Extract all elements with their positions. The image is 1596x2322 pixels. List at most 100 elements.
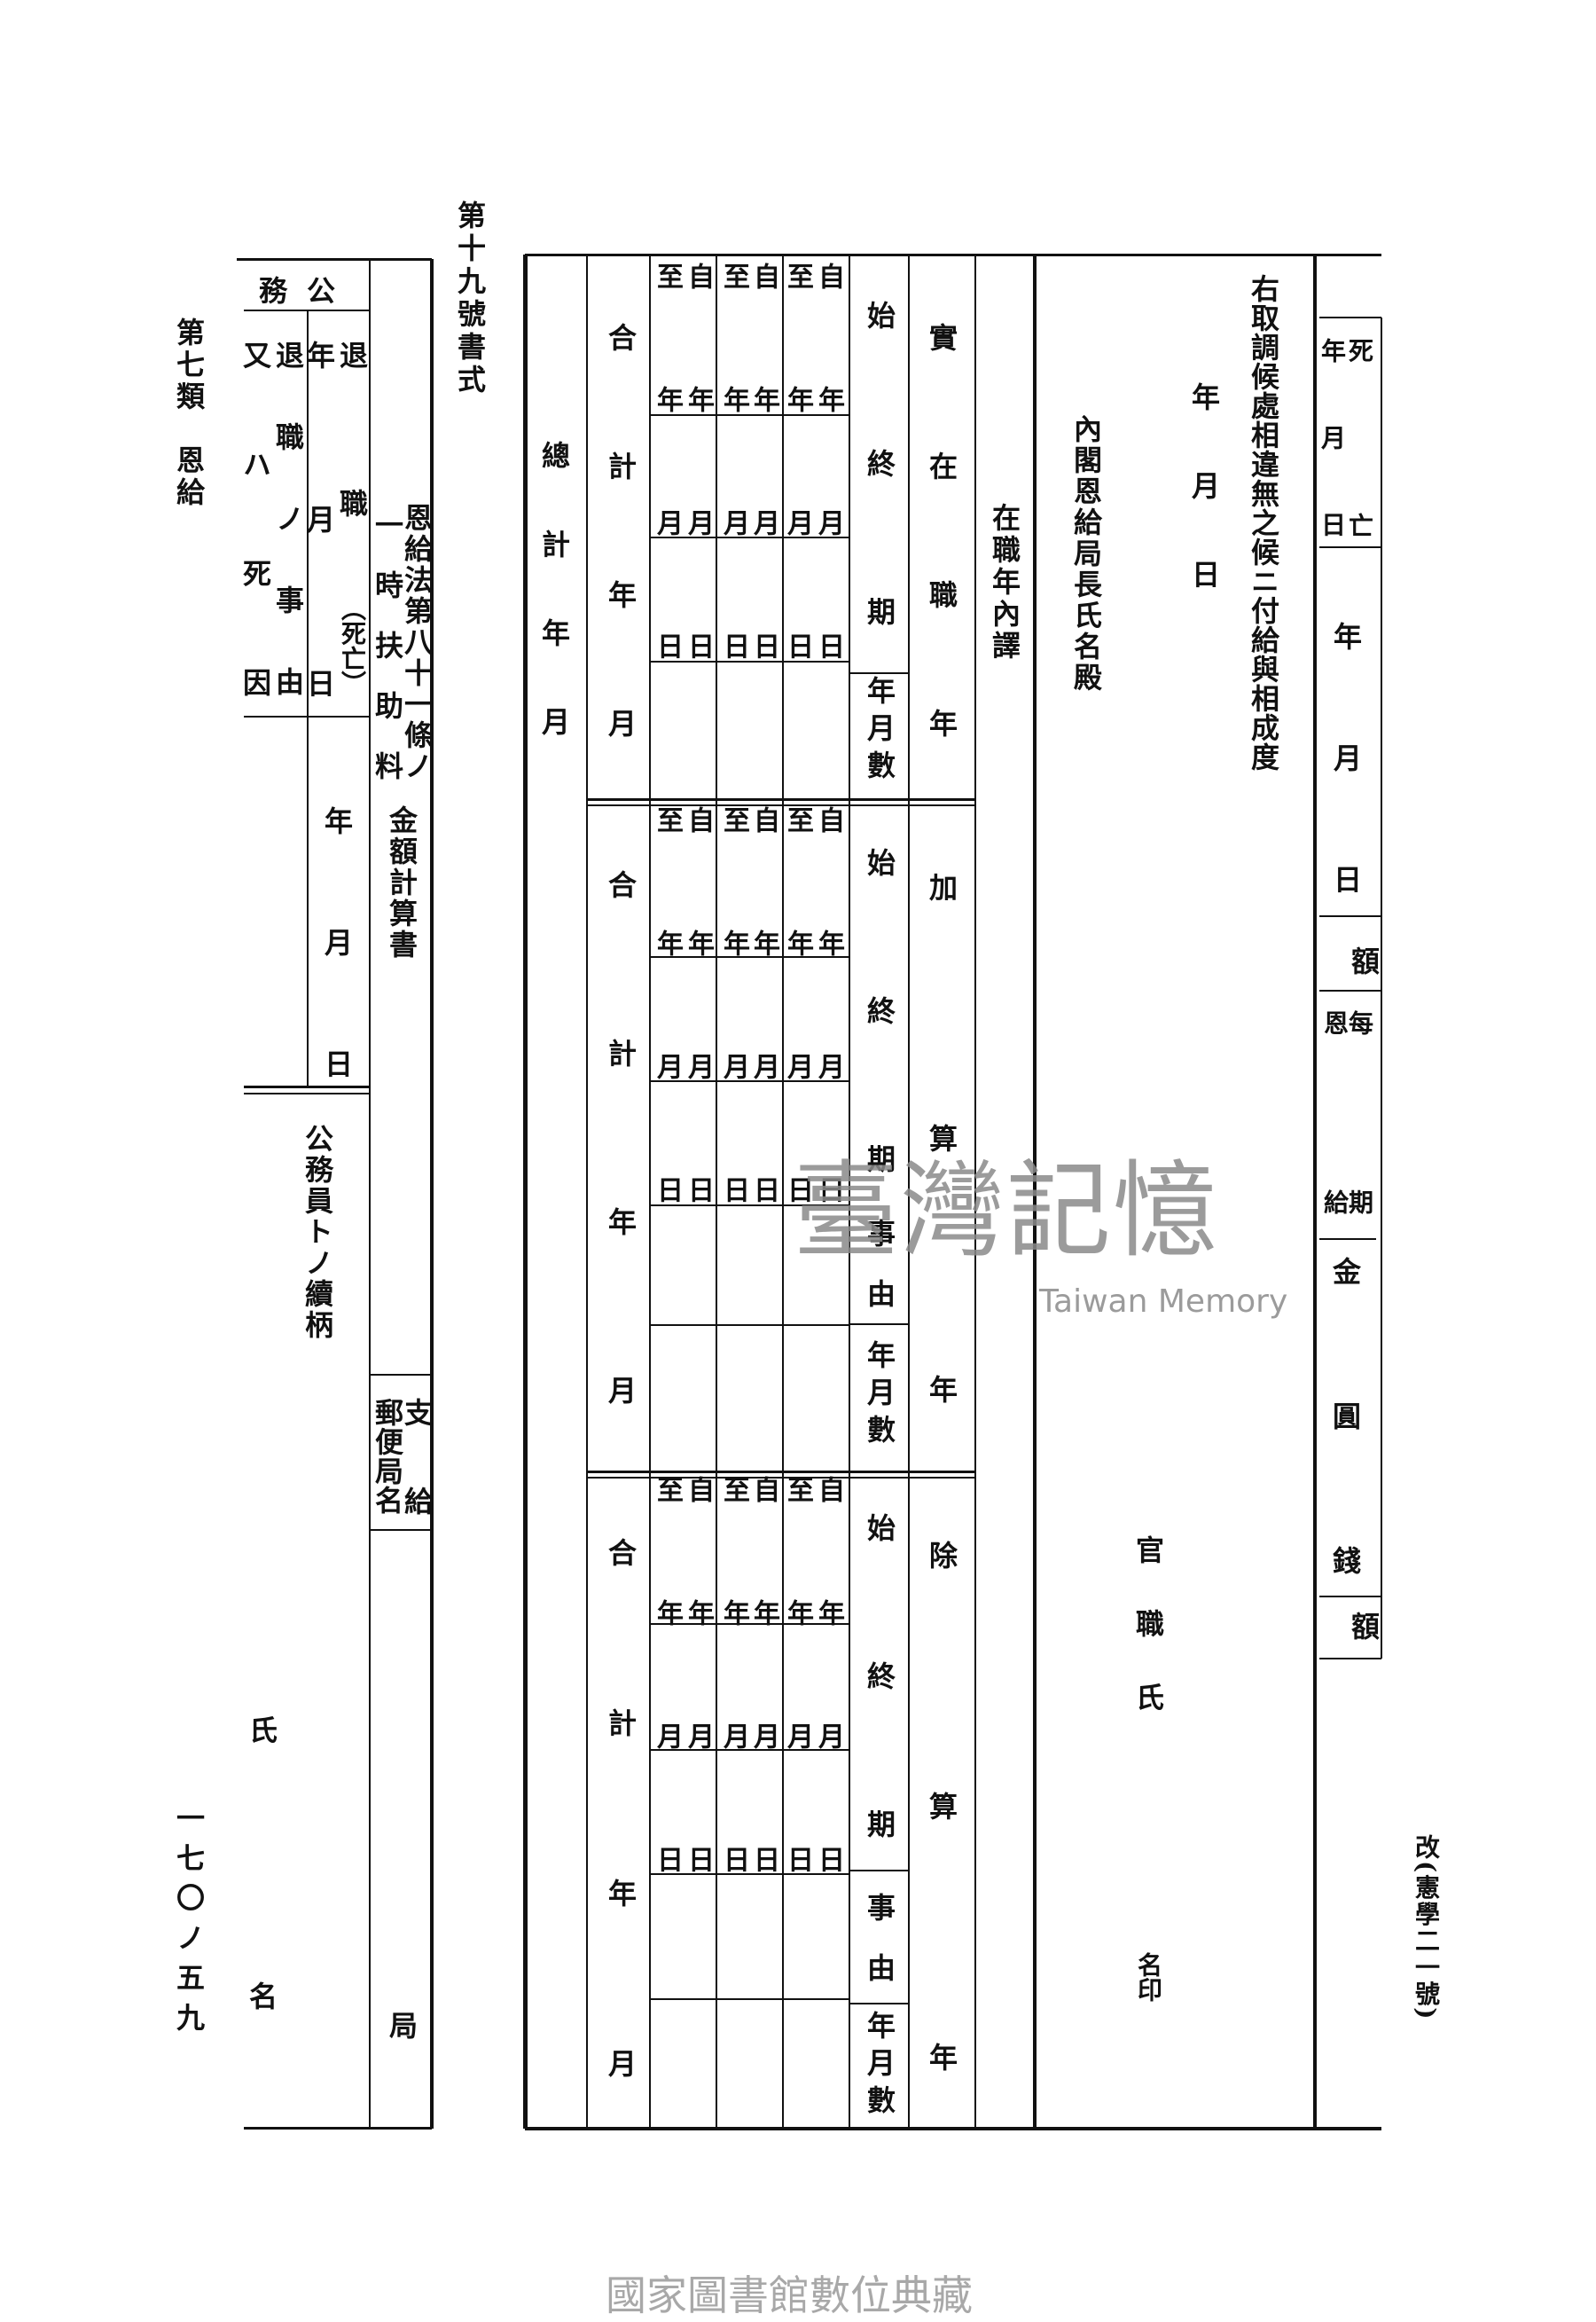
divider	[369, 259, 371, 2129]
divider	[1033, 255, 1037, 2129]
grand-total-label: 總計年月	[537, 441, 571, 796]
divider	[523, 255, 528, 2129]
period-label: 始終期	[863, 848, 896, 1292]
period-to-column: 至年月日	[718, 1476, 749, 1969]
divider	[849, 2003, 909, 2004]
service-category-label: 除算年	[925, 1541, 958, 2294]
divider	[587, 804, 975, 806]
retire-date-label: 年月日	[302, 341, 336, 833]
service-category-label: 實在職年	[925, 323, 958, 837]
reason-label: 事由	[863, 1219, 896, 1339]
period-to-column: 至年月日	[718, 263, 749, 756]
divider	[908, 255, 910, 2129]
divider	[587, 1477, 975, 1479]
subtotal-label: 合計年月	[604, 323, 638, 837]
koumu-header-char: 務	[259, 274, 288, 308]
footer-credit: 國家圖書館數位典藏	[606, 2271, 973, 2319]
divider	[849, 1323, 909, 1325]
divider	[1319, 1238, 1376, 1240]
watermark-subtitle: Taiwan Memory	[1039, 1283, 1288, 1320]
divider	[1313, 255, 1317, 2129]
money-unit-label: 金圓錢	[1328, 1257, 1362, 1691]
divider	[587, 798, 975, 801]
period-to-column: 至年月日	[782, 1476, 813, 1969]
reason-label: 事由	[863, 1893, 896, 2013]
divider	[1319, 546, 1381, 548]
retire-label: 退職	[335, 341, 369, 637]
period-from-column: 自年月日	[683, 263, 714, 756]
pension-label: 恩給	[1320, 1010, 1350, 1369]
signer-label: 官職氏	[1131, 1535, 1165, 1756]
divider	[650, 414, 849, 416]
breakdown-label: 在職年內譯	[988, 503, 1021, 663]
period-from-column: 自年月日	[683, 1476, 714, 1969]
amount-footer: 額	[1347, 1612, 1381, 1640]
death-label: （死亡）	[338, 596, 367, 695]
letter-date-label: 年月日	[1187, 382, 1221, 648]
divider	[650, 661, 849, 663]
period-from-column: 自年月日	[813, 1476, 844, 1969]
divider	[649, 255, 651, 2129]
death-label: 死亡	[1345, 338, 1374, 687]
per-period-label: 每期	[1345, 1010, 1374, 1369]
period-label: 始終期	[863, 301, 896, 745]
divider	[650, 1204, 849, 1206]
payment-label: 支給	[400, 1398, 434, 1575]
divider	[849, 672, 909, 674]
koumu-header-char: 公	[307, 274, 336, 308]
period-from-column: 自年月日	[683, 806, 714, 1299]
post-office-label: 郵便局名	[371, 1398, 404, 1515]
divider	[370, 1529, 432, 1531]
divider	[525, 254, 1381, 256]
months-count-label: 年月數	[863, 2011, 896, 2122]
divider	[237, 258, 432, 261]
form-title-line2: 一時扶助料	[371, 510, 404, 812]
divider	[430, 259, 434, 2129]
subtotal-label: 合計年月	[604, 870, 638, 1544]
divider	[849, 255, 850, 2129]
period-to-column: 至年月日	[782, 263, 813, 756]
divider	[525, 2127, 1381, 2130]
watermark-logo: 臺灣記憶	[794, 1149, 1220, 1272]
period-from-column: 自年月日	[813, 806, 844, 1299]
months-count-label: 年月數	[863, 1340, 896, 1452]
divider	[650, 956, 849, 958]
service-category-label: 加算年	[925, 873, 958, 1626]
divider	[650, 1749, 849, 1751]
category-label: 第七類 恩給	[172, 318, 206, 509]
period-to-column: 至年月日	[652, 263, 683, 756]
period-from-column: 自年月日	[748, 1476, 779, 1969]
divider	[1319, 1658, 1381, 1659]
divider	[244, 2127, 432, 2130]
divider	[650, 1623, 849, 1625]
divider	[716, 255, 717, 2129]
addressee: 內閣恩給局長氏名殿	[1069, 414, 1103, 694]
period-from-column: 自年月日	[748, 263, 779, 756]
divider	[650, 1080, 849, 1082]
divider	[650, 1873, 849, 1875]
form-title-line3: 金額計算書	[385, 805, 419, 961]
period-label: 始終期	[863, 1513, 896, 1957]
divider	[650, 537, 849, 538]
name-label: 名	[245, 1981, 278, 2010]
divider	[586, 255, 588, 2129]
revision-note: 改(憲學二一號)	[1412, 1834, 1441, 2021]
months-count-label: 年月數	[863, 676, 896, 788]
name-label: 氏	[245, 1715, 278, 1744]
page-number: 一七〇ノ五九	[172, 1803, 206, 2043]
divider	[1319, 990, 1381, 992]
subtotal-label: 合計年月	[604, 1538, 638, 2219]
divider	[974, 255, 976, 2129]
divider	[1381, 318, 1382, 1659]
divider	[370, 1374, 432, 1376]
divider	[650, 1324, 849, 1326]
seal-label: 名印	[1134, 1952, 1163, 2002]
relation-label: 公務員トノ續柄	[301, 1124, 334, 1341]
divider	[244, 1093, 370, 1094]
form-number: 第十九號書式	[453, 200, 487, 397]
divider	[1319, 317, 1381, 318]
period-to-column: 至年月日	[652, 806, 683, 1299]
divider	[1319, 1596, 1381, 1597]
period-to-column: 至年月日	[718, 806, 749, 1299]
retire-date-value: 年月日	[320, 806, 354, 1171]
